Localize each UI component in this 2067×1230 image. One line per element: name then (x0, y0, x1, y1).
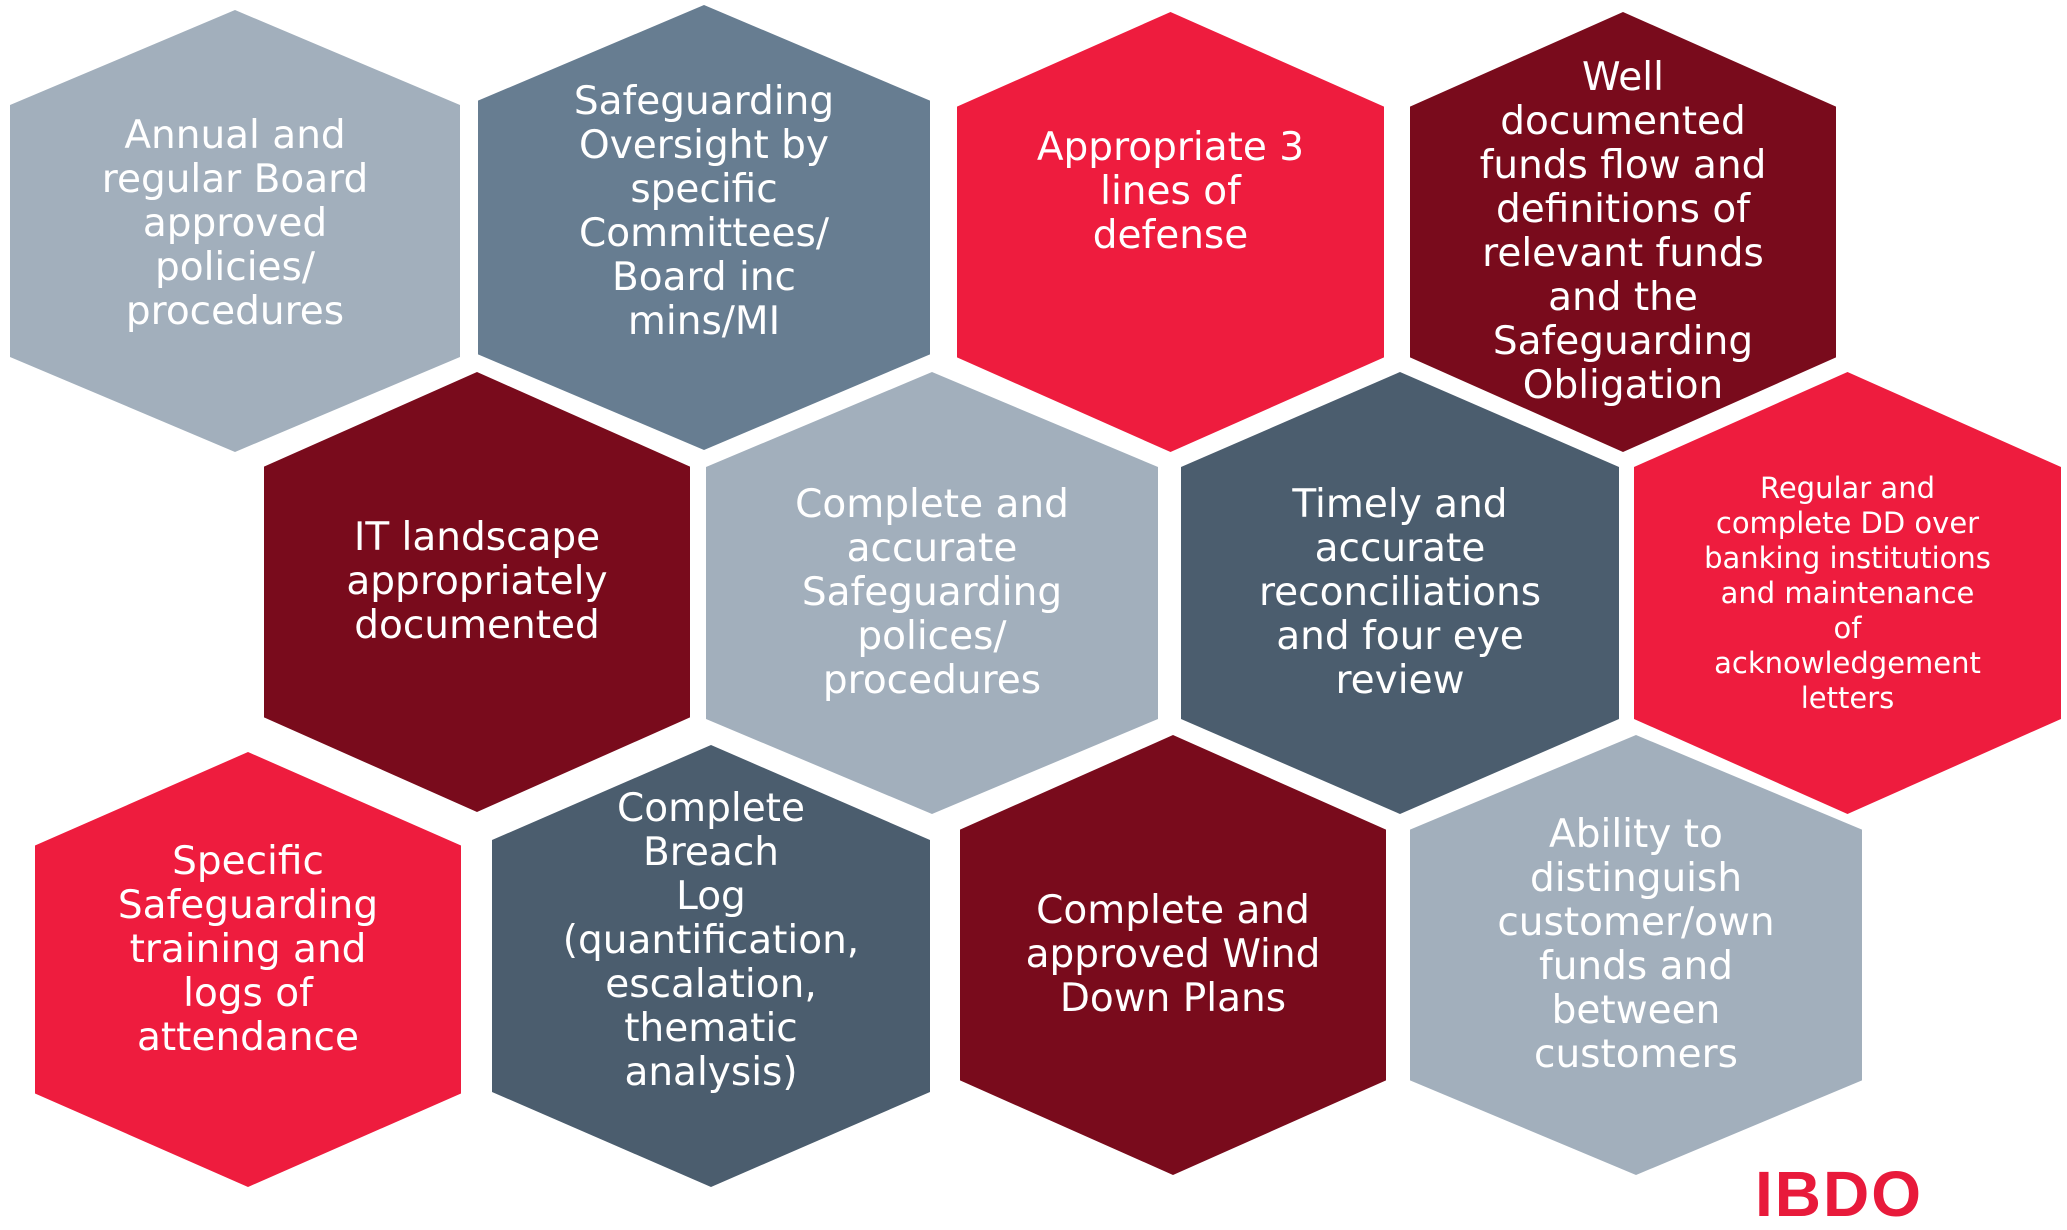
hexagon-three-lines-of-defense: Appropriate 3 lines of defense (957, 12, 1384, 452)
hexagon-label: Complete and approved Wind Down Plans (1025, 888, 1321, 1021)
hexagon-label: Well documented funds flow and definitio… (1479, 55, 1767, 408)
hexagon-label: Appropriate 3 lines of defense (1036, 125, 1305, 258)
hexagon-oversight-committees: Safeguarding Oversight by specific Commi… (478, 5, 930, 450)
hexagon-label: Timely and accurate reconciliations and … (1258, 482, 1542, 703)
hexagon-safeguarding-policies: Complete and accurate Safeguarding polic… (706, 372, 1158, 814)
hexagon-label: Complete Breach Log (quantification, esc… (562, 786, 860, 1095)
hexagon-it-landscape: IT landscape appropriately documented (264, 372, 690, 812)
hexagon-reconciliations: Timely and accurate reconciliations and … (1181, 372, 1619, 814)
hexagon-funds-flow: Well documented funds flow and definitio… (1410, 12, 1836, 452)
hexagon-breach-log: Complete Breach Log (quantification, esc… (492, 745, 930, 1187)
hexagon-label: Specific Safeguarding training and logs … (117, 838, 379, 1060)
hexagon-label: Regular and complete DD over banking ins… (1704, 470, 1991, 715)
hexagon-label: Ability to distinguish customer/own fund… (1497, 812, 1775, 1077)
hexagon-distinguish-funds: Ability to distinguish customer/own fund… (1410, 735, 1862, 1175)
hexagon-training: Specific Safeguarding training and logs … (35, 752, 461, 1187)
bdo-logo: IBDO (1755, 1158, 1923, 1230)
hexagon-label: IT landscape appropriately documented (346, 515, 608, 648)
hexagon-label: Annual and regular Board approved polici… (101, 113, 369, 334)
hexagon-wind-down-plans: Complete and approved Wind Down Plans (960, 735, 1386, 1175)
hexagon-banking-dd: Regular and complete DD over banking ins… (1634, 372, 2061, 814)
hexagon-label: Complete and accurate Safeguarding polic… (795, 482, 1069, 703)
hexagon-board-policies: Annual and regular Board approved polici… (10, 10, 460, 452)
hexagon-label: Safeguarding Oversight by specific Commi… (573, 78, 835, 344)
hexagon-diagram: Annual and regular Board approved polici… (10, 5, 2061, 1226)
